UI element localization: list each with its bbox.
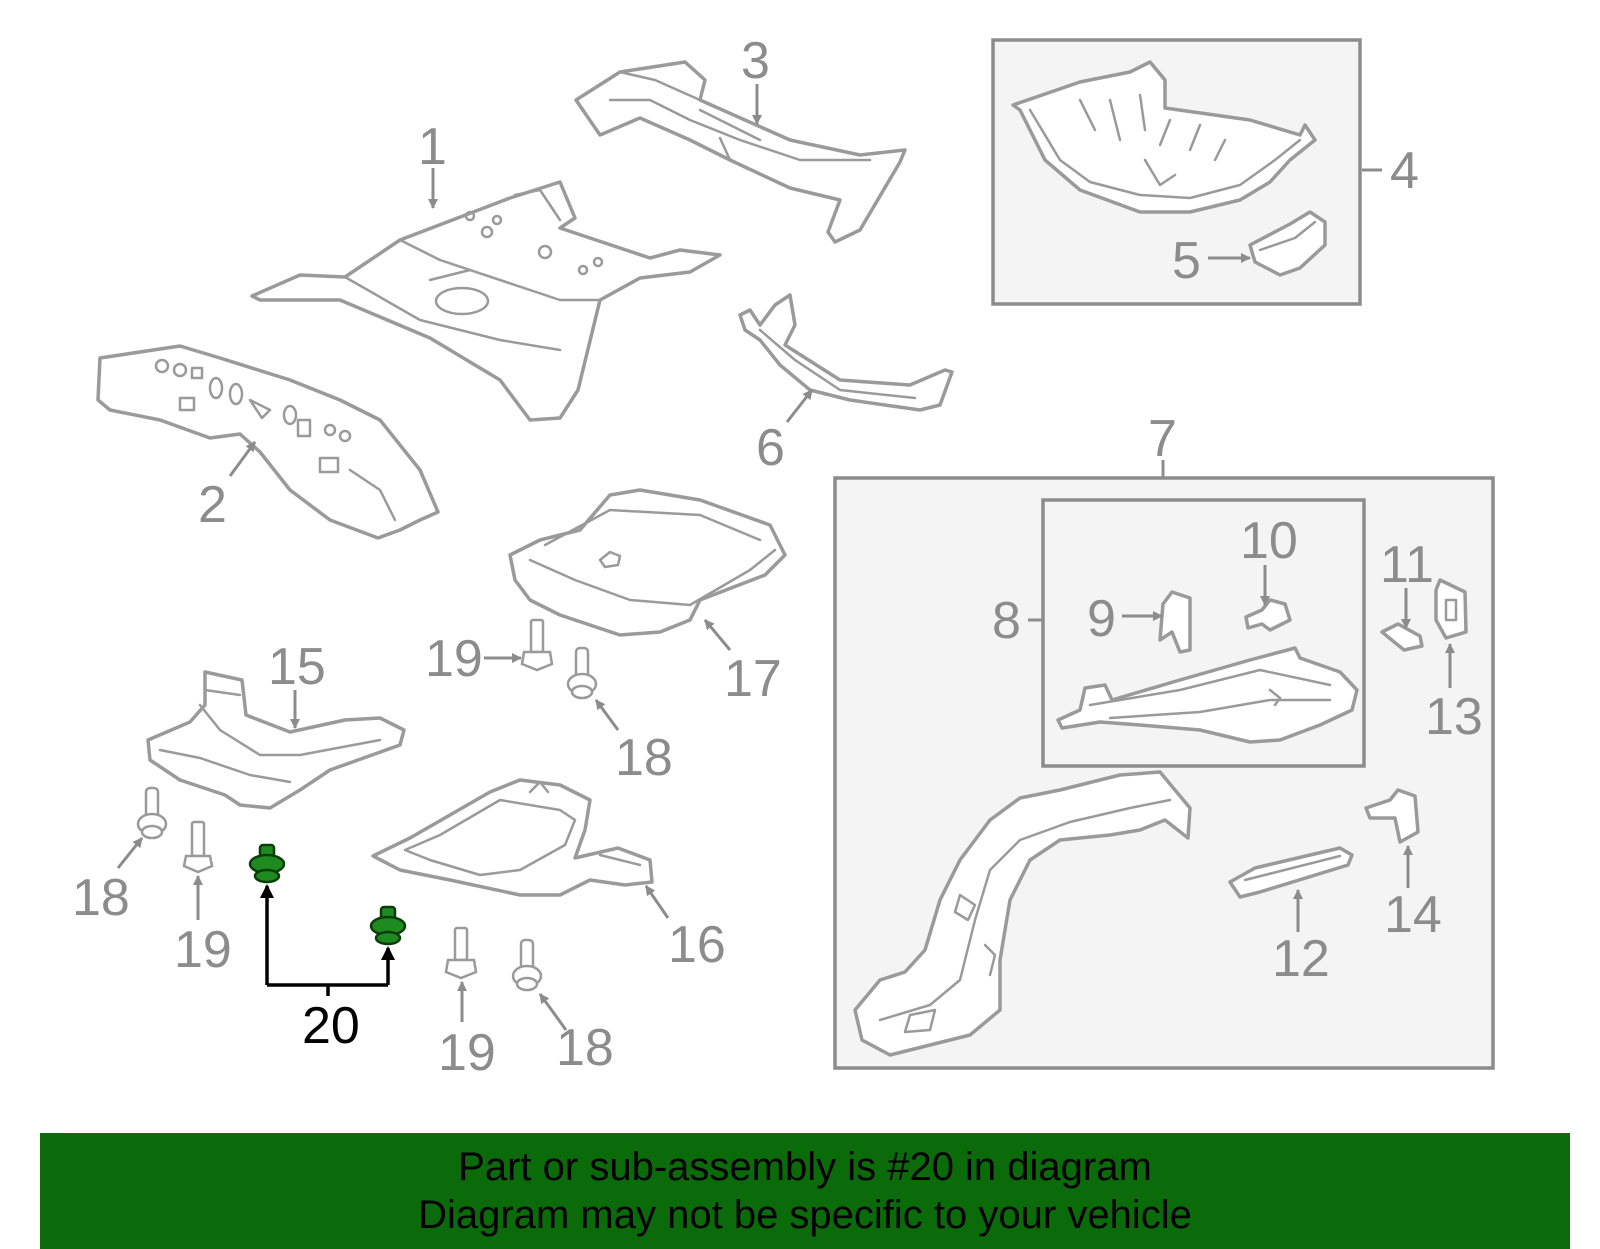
callout-18a: 18: [72, 869, 130, 927]
callout-2: 2: [198, 476, 227, 534]
callout-14: 14: [1384, 886, 1442, 944]
part-inner-wheelhouse: [853, 770, 1192, 1057]
part-5-bracket: [1248, 210, 1327, 277]
part-11-clip: [1380, 622, 1424, 652]
fastener-20b-selected: [369, 905, 407, 946]
callout-19a: 19: [425, 630, 483, 688]
fastener-19b: [520, 618, 554, 672]
assembly-box-7: [833, 476, 1495, 1070]
part-13-bracket: [1434, 578, 1468, 640]
part-1-rear-floor-pan: [250, 180, 722, 422]
part-14-bracket: [1364, 788, 1420, 844]
part-9-bracket: [1158, 590, 1192, 654]
callout-17: 17: [724, 650, 782, 708]
part-8-rail: [1056, 646, 1359, 744]
callout-19c: 19: [438, 1024, 496, 1082]
part-16-frame: [371, 778, 654, 897]
part-15-panel: [146, 670, 406, 810]
callout-7: 7: [1148, 410, 1177, 468]
part-4-spare-tire-tub: [1011, 60, 1317, 214]
callout-12: 12: [1272, 930, 1330, 988]
part-17-tray: [508, 488, 787, 637]
fastener-18b: [566, 646, 598, 700]
fastener-19a: [182, 820, 214, 874]
part-12-bracket: [1228, 846, 1354, 899]
part-10-bracket: [1244, 598, 1292, 632]
selected-part-leader: [260, 884, 395, 996]
callout-16: 16: [668, 916, 726, 974]
assembly-box-8: [1041, 498, 1366, 768]
callout-4: 4: [1390, 142, 1419, 200]
callout-18c: 18: [556, 1019, 614, 1077]
fastener-19c: [444, 926, 478, 980]
callout-6: 6: [756, 419, 785, 477]
callout-3: 3: [741, 32, 770, 90]
banner-line-2: Diagram may not be specific to your vehi…: [418, 1193, 1192, 1237]
callout-5: 5: [1172, 232, 1201, 290]
callout-8: 8: [992, 592, 1021, 650]
fastener-18c: [511, 938, 543, 992]
fastener-20a-selected: [248, 843, 286, 884]
fastener-18a: [136, 786, 168, 840]
part-6-brace: [738, 293, 954, 412]
assembly-box-4: [991, 38, 1362, 306]
leader-lines: [116, 84, 1455, 1031]
callout-18b: 18: [615, 729, 673, 787]
callout-labels: 1 2 3 4 5 6 7 8 9 10 11 12 13 14 15 16 1…: [72, 32, 1483, 1082]
banner-line-1: Part or sub-assembly is #20 in diagram: [458, 1145, 1152, 1189]
info-banner: Part or sub-assembly is #20 in diagram D…: [40, 1133, 1570, 1249]
callout-9: 9: [1087, 590, 1116, 648]
callout-13: 13: [1425, 688, 1483, 746]
callout-10: 10: [1240, 512, 1298, 570]
callout-15: 15: [268, 638, 326, 696]
callout-11: 11: [1380, 536, 1434, 594]
part-3-crossmember: [574, 60, 907, 244]
callout-1: 1: [418, 118, 447, 176]
callout-20-selected: 20: [302, 997, 360, 1055]
callout-19b: 19: [174, 921, 232, 979]
part-2-rear-panel: [96, 344, 440, 540]
